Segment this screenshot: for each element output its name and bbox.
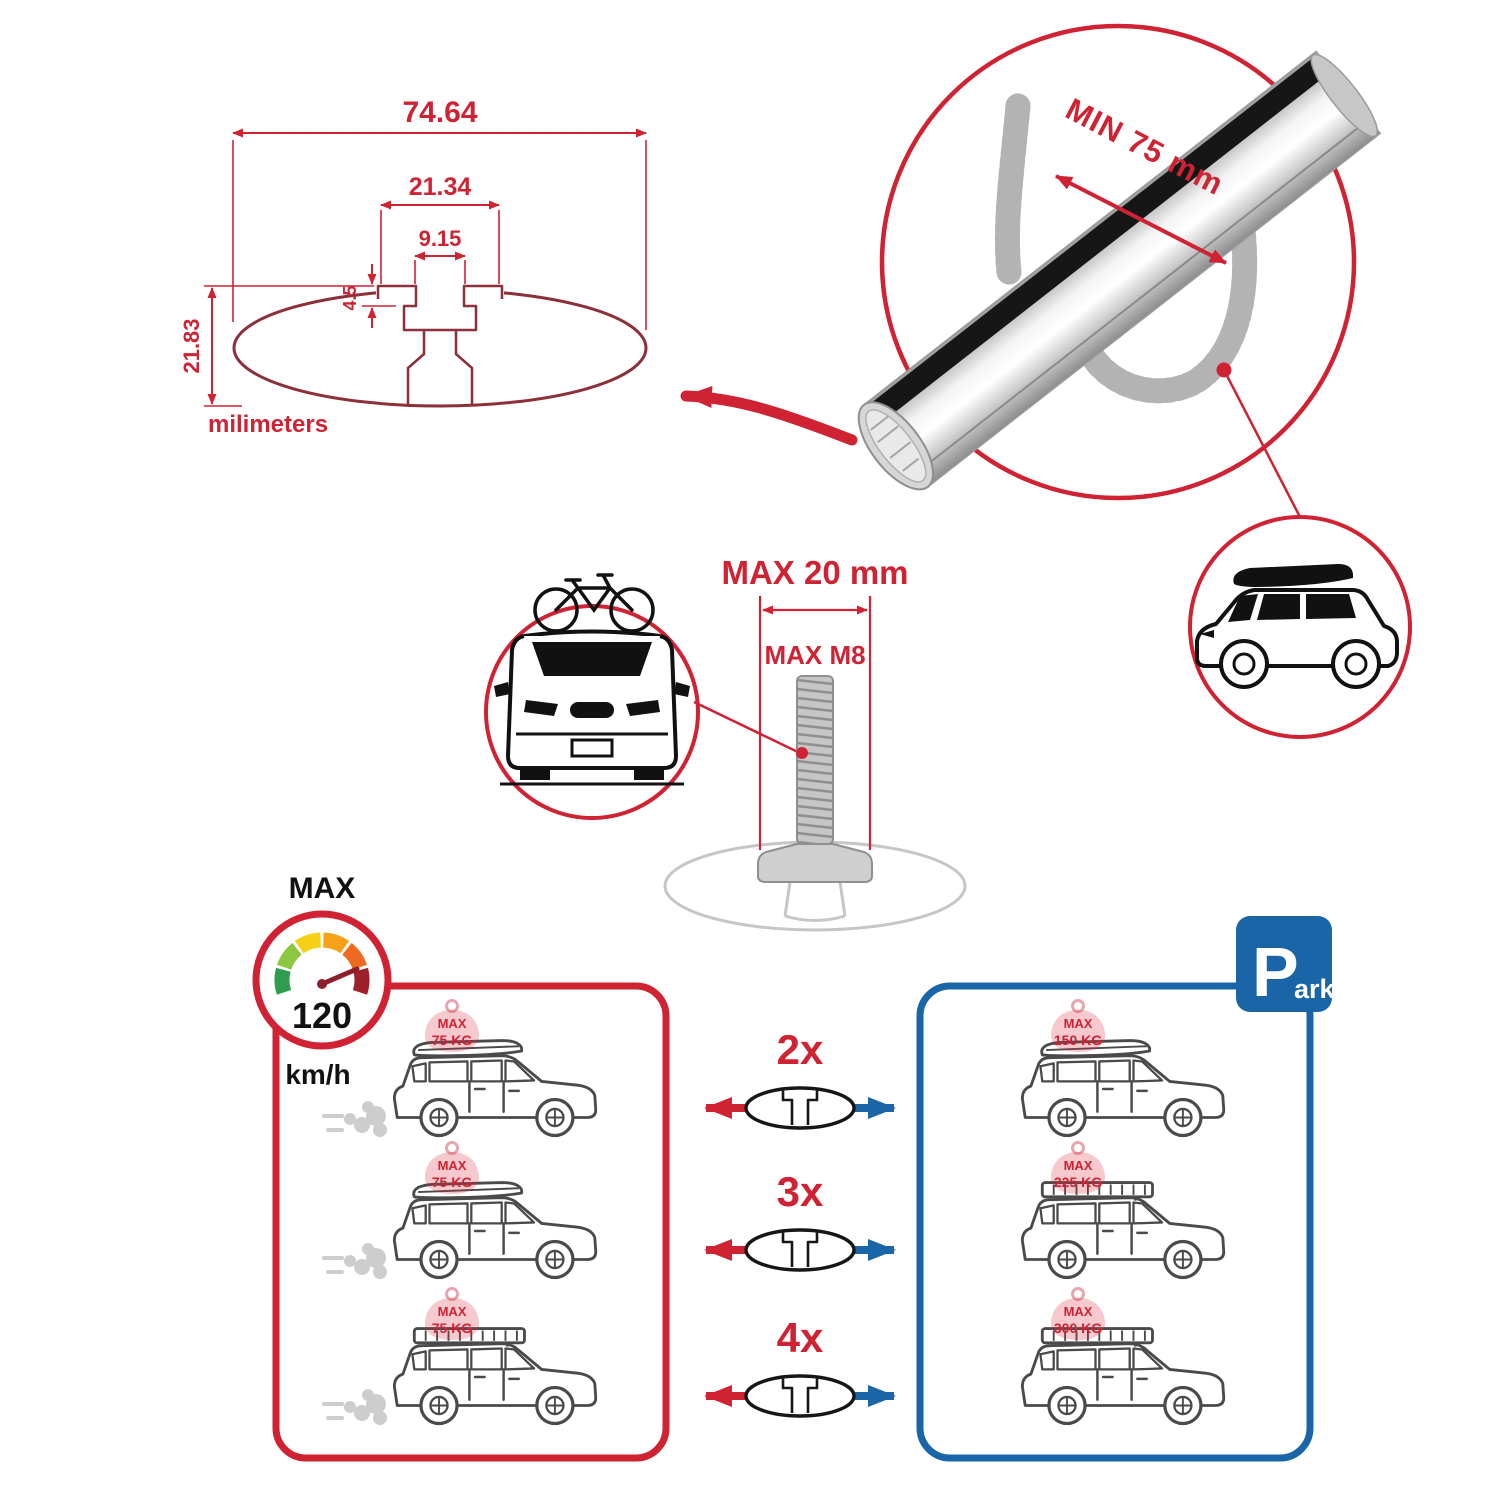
speed-max-label: MAX [289, 872, 356, 905]
bar-count-label: 2x [777, 1026, 824, 1073]
t-slot-channel-profile [376, 284, 504, 332]
dim-slot-inner-label: 9.15 [419, 226, 462, 251]
smoke-icon [322, 1241, 389, 1281]
weight-tag: MAX 75 KG [423, 999, 481, 1054]
tag-max-label: MAX [1064, 1158, 1093, 1173]
crossbar-section-icon [744, 1374, 856, 1418]
gray-channel-stem [783, 881, 847, 922]
tag-weight-value: 75 KG [432, 1174, 473, 1190]
speed-value: 120 [292, 995, 352, 1036]
car-front-icon [494, 629, 690, 786]
bolt-t-head [757, 843, 873, 883]
car-moving-2 [392, 1181, 598, 1280]
car-moving-1 [392, 1039, 598, 1138]
car-moving-3 [392, 1327, 598, 1426]
dim-total-height-label: 21.83 [179, 318, 204, 373]
tag-max-label: MAX [438, 1304, 467, 1319]
bar-count-label: 3x [777, 1168, 824, 1215]
tag-weight-value: 300 KG [1054, 1320, 1102, 1336]
tag-weight-value: 75 KG [432, 1032, 473, 1048]
min-span-arrow [1055, 174, 1227, 265]
callout-line-to-bolt [693, 700, 801, 755]
gauge-arc-segments [274, 932, 370, 995]
suv-roof-box [1233, 564, 1353, 587]
parking-sign: P ark [1236, 916, 1336, 1012]
weight-tag: MAX 300 KG [1049, 1287, 1107, 1342]
weight-tag: MAX 225 KG [1049, 1141, 1107, 1196]
crossbar-section-icon [744, 1086, 856, 1130]
callout-arrow-bar-to-drawing [680, 386, 858, 446]
gauge-needle [319, 966, 360, 987]
bar-count-rows: 2x 3x 4x [704, 1026, 896, 1418]
weight-tag: MAX 75 KG [423, 1141, 481, 1196]
weight-tag: MAX 150 KG [1049, 999, 1107, 1054]
speed-limit-gauge: MAX 120 km/h [252, 872, 392, 1090]
bolt-thread-texture [797, 676, 833, 844]
suv-line-icon [392, 1342, 598, 1426]
measuring-strap [994, 93, 1258, 404]
suv-line-icon [392, 1196, 598, 1280]
crossbar-section-icon [744, 1228, 856, 1272]
car-front-bike-circle [484, 573, 700, 820]
dim-slot-outer-label: 21.34 [409, 173, 472, 201]
suv-line-icon [1020, 1196, 1226, 1280]
gauge-needle-hub [317, 979, 327, 989]
suv-headlight [1200, 630, 1214, 638]
car-parked-2 [1020, 1181, 1226, 1280]
fixing-bolt-section: MAX 20 mm MAX M8 [484, 554, 967, 932]
tag-max-label: MAX [1064, 1016, 1093, 1031]
dim-total-height-lines [204, 285, 374, 407]
driving-panel-border [272, 982, 670, 1462]
tag-max-label: MAX [1064, 1304, 1093, 1319]
suv-window-rear [1306, 594, 1356, 619]
profile-mask [376, 281, 504, 300]
parking-panel-border [916, 982, 1314, 1462]
suv-windshield [1228, 594, 1258, 622]
car-parked-1 [1020, 1039, 1226, 1138]
bolt-max-thread-label: MAX M8 [764, 640, 865, 670]
bar-count-label: 4x [777, 1314, 824, 1361]
car-parked-3 [1020, 1327, 1226, 1426]
tag-weight-value: 150 KG [1054, 1032, 1102, 1048]
suv-line-icon [1020, 1342, 1226, 1426]
suv-window-front [1257, 594, 1300, 620]
tag-weight-value: 225 KG [1054, 1174, 1102, 1190]
suv-line-icon [392, 1054, 598, 1138]
bolt-max-width-label: MAX 20 mm [721, 554, 908, 591]
units-label: milimeters [208, 411, 328, 438]
suv-wheel-rear-hub [1344, 652, 1368, 676]
suv-wheel-front-hub [1232, 652, 1256, 676]
smoke-icon [322, 1099, 389, 1139]
tag-max-label: MAX [438, 1158, 467, 1173]
suv-roofbox-circle [1188, 515, 1412, 739]
parking-sign-p: P [1252, 933, 1299, 1011]
dim-slot-outer-lines [380, 200, 500, 284]
suv-wheel-rear [1331, 639, 1381, 689]
suv-wheel-front [1219, 639, 1269, 689]
dim-slot-inner-lines [414, 251, 466, 284]
dim-lip-depth-label: 4.5 [340, 285, 360, 310]
driving-panel-cars: MAX 75 KG MAX 75 KG MAX 75 KG [322, 999, 598, 1427]
bolt-callout-dot [796, 747, 808, 759]
suv-line-icon [1020, 1054, 1226, 1138]
dim-total-width-lines [232, 128, 647, 330]
tag-weight-value: 75 KG [432, 1320, 473, 1336]
cross-section-dimension-drawing: 74.64 21.34 9.15 4.5 21.83 mili [179, 96, 858, 446]
speed-unit: km/h [285, 1059, 350, 1090]
callout-line-to-car [1222, 369, 1302, 518]
tag-max-label: MAX [438, 1016, 467, 1031]
crossbar-oval-profile [232, 288, 648, 408]
weight-tag: MAX 75 KG [423, 1287, 481, 1342]
dim-total-width-label: 74.64 [402, 96, 477, 129]
smoke-icon [322, 1387, 389, 1427]
crossbar-detail-circle: MIN 75 mm [857, 23, 1382, 518]
parking-sign-ark: ark [1294, 974, 1336, 1004]
dim-lip-depth-lines [362, 264, 396, 328]
parking-panel-cars: MAX 150 KG MAX 225 KG MAX 300 KG [1020, 999, 1226, 1426]
bike-icon [533, 573, 655, 633]
bolt-dim-lines [758, 596, 872, 850]
t-slot-stem-profile [406, 330, 474, 404]
